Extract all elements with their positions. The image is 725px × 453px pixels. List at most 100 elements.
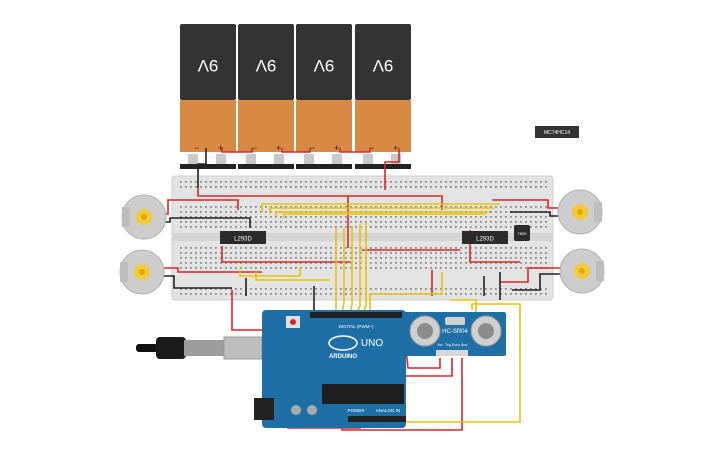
motor-left-bottom[interactable]	[119, 249, 165, 295]
breadboard-hole	[380, 247, 382, 249]
wire-signal[interactable]	[283, 213, 486, 218]
breadboard-hole	[545, 247, 547, 249]
battery-2[interactable]: 9V − +	[238, 24, 294, 169]
breadboard-hole	[260, 211, 262, 213]
breadboard-hole	[200, 221, 202, 223]
breadboard[interactable]	[171, 175, 554, 301]
breadboard-hole	[490, 252, 492, 254]
wire-battery-positive[interactable]	[384, 148, 400, 190]
breadboard-hole	[340, 288, 342, 290]
wire-motor-left-bottom[interactable]	[160, 275, 232, 289]
motor-right-top[interactable]	[557, 189, 603, 235]
breadboard-hole	[265, 181, 267, 183]
breadboard-hole	[505, 221, 507, 223]
breadboard-hole	[500, 221, 502, 223]
breadboard-hole	[455, 247, 457, 249]
breadboard-hole	[180, 267, 182, 269]
wire-motor-right-bottom[interactable]	[512, 273, 564, 291]
arduino-uno-board[interactable]: DIGITAL (PWM~) ARDUINO UNO POWER ANALOG …	[254, 310, 406, 428]
breadboard-hole	[280, 252, 282, 254]
motor-left-top[interactable]	[121, 194, 167, 240]
breadboard-hole	[450, 257, 452, 259]
wire-motor-left-top[interactable]	[160, 217, 251, 228]
wire-motor-right-top[interactable]	[510, 211, 562, 217]
breadboard-hole	[245, 226, 247, 228]
breadboard-hole	[500, 226, 502, 228]
breadboard-hole	[255, 206, 257, 208]
breadboard-hole	[330, 216, 332, 218]
ultrasonic-sensor[interactable]: HC-SR04 Vcc Trig Echo Gnd	[403, 312, 506, 356]
breadboard-hole	[235, 221, 237, 223]
wire-motor-right-top[interactable]	[492, 199, 562, 209]
wire-battery-link[interactable]	[281, 148, 311, 153]
breadboard-hole	[515, 181, 517, 183]
breadboard-hole	[325, 206, 327, 208]
wire-breadboard-power[interactable]	[221, 246, 350, 263]
breadboard-hole	[280, 186, 282, 188]
breadboard-hole	[530, 181, 532, 183]
breadboard-hole	[320, 216, 322, 218]
breadboard-hole	[210, 216, 212, 218]
breadboard-hole	[260, 221, 262, 223]
wire-signal[interactable]	[369, 272, 443, 314]
wire-breadboard-power[interactable]	[197, 188, 443, 210]
breadboard-hole	[310, 226, 312, 228]
breadboard-hole	[440, 216, 442, 218]
motor-right-bottom[interactable]	[559, 248, 605, 294]
breadboard-hole	[370, 252, 372, 254]
breadboard-hole	[220, 257, 222, 259]
wire-signal[interactable]	[261, 203, 500, 212]
breadboard-hole	[280, 262, 282, 264]
breadboard-hole	[480, 216, 482, 218]
wire-motor-left-bottom[interactable]	[160, 267, 262, 273]
battery-3[interactable]: 9V − +	[296, 24, 352, 169]
breadboard-hole	[215, 252, 217, 254]
breadboard-hole	[235, 211, 237, 213]
loose-ic[interactable]: MC74HC14	[535, 126, 579, 138]
breadboard-hole	[535, 247, 537, 249]
breadboard-hole	[180, 288, 182, 290]
breadboard-hole	[340, 257, 342, 259]
breadboard-hole	[240, 181, 242, 183]
breadboard-hole	[215, 257, 217, 259]
wire-motor-right-bottom[interactable]	[500, 267, 564, 283]
breadboard-hole	[415, 186, 417, 188]
motor-driver-left[interactable]: L293D	[220, 231, 266, 244]
breadboard-hole	[340, 247, 342, 249]
breadboard-hole	[380, 226, 382, 228]
voltage-regulator[interactable]: 7805	[514, 225, 530, 241]
wire-arduino-power[interactable]	[231, 290, 262, 331]
wire-sensor-link[interactable]	[450, 299, 477, 312]
breadboard-hole	[205, 262, 207, 264]
wire-signal[interactable]	[269, 207, 494, 214]
breadboard-hole	[350, 252, 352, 254]
wire-battery-negative[interactable]	[197, 148, 207, 188]
breadboard-hole	[240, 267, 242, 269]
breadboard-hole	[465, 216, 467, 218]
breadboard-hole	[205, 216, 207, 218]
breadboard-hole	[395, 247, 397, 249]
battery-minus: −	[252, 143, 257, 153]
battery-4[interactable]: 9V − +	[355, 24, 411, 169]
wire-battery-link[interactable]	[339, 148, 371, 153]
wire-signal[interactable]	[255, 270, 330, 281]
breadboard-hole	[390, 252, 392, 254]
breadboard-hole	[545, 226, 547, 228]
breadboard-hole	[480, 257, 482, 259]
motor-driver-right[interactable]: L293D	[462, 231, 508, 244]
wire-sensor-gnd[interactable]	[400, 303, 521, 423]
battery-1[interactable]: 9V − +	[180, 24, 236, 169]
breadboard-hole	[315, 252, 317, 254]
wire-signal[interactable]	[239, 268, 301, 277]
wire-signal[interactable]	[275, 211, 490, 216]
breadboard-hole	[520, 181, 522, 183]
breadboard-hole	[400, 252, 402, 254]
breadboard-hole	[270, 293, 272, 295]
breadboard-hole	[430, 181, 432, 183]
breadboard-hole	[225, 262, 227, 264]
breadboard-hole	[425, 288, 427, 290]
wire-battery-link[interactable]	[221, 148, 253, 153]
breadboard-hole	[180, 221, 182, 223]
breadboard-hole	[275, 206, 277, 208]
usb-cable[interactable]	[136, 336, 263, 360]
